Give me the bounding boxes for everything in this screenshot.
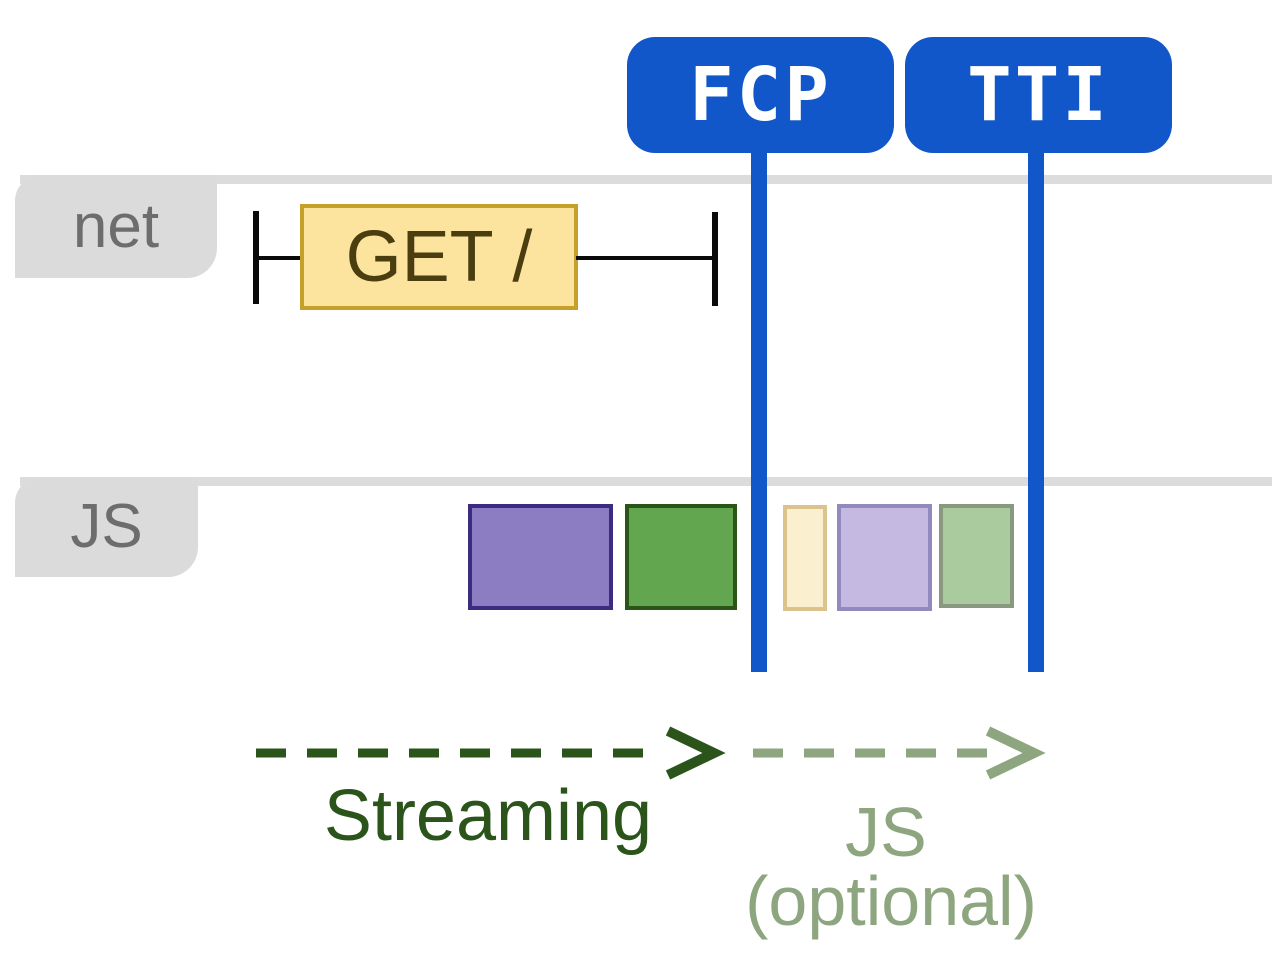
- request-span-line-right: [576, 256, 716, 260]
- js-task-block-solid-green: [625, 504, 737, 610]
- js-task-block-faded-green: [939, 504, 1014, 608]
- js-task-block-solid-purple: [468, 504, 613, 610]
- js-track-label: JS: [15, 477, 198, 577]
- get-request-box: GET /: [300, 204, 578, 310]
- tti-marker-line: [1028, 150, 1044, 672]
- fcp-marker-line: [751, 150, 767, 672]
- js-task-block-faded-yellow: [783, 505, 827, 611]
- request-end-tick: [712, 212, 718, 306]
- streaming-phase-label: Streaming: [323, 776, 653, 856]
- request-span-line-left: [256, 256, 302, 260]
- js-track-line: [20, 477, 1272, 486]
- net-track-label: net: [15, 175, 217, 278]
- streaming-arrow-head-icon: [665, 726, 726, 780]
- net-track-line: [20, 175, 1272, 184]
- fcp-badge: FCP: [627, 37, 894, 153]
- tti-badge: TTI: [905, 37, 1172, 153]
- js-optional-arrow-head-icon: [985, 726, 1046, 780]
- js-optional-phase-label: JS: [845, 793, 927, 871]
- js-optional-phase-sublabel: (optional): [745, 862, 1037, 940]
- js-task-block-faded-purple: [837, 504, 932, 611]
